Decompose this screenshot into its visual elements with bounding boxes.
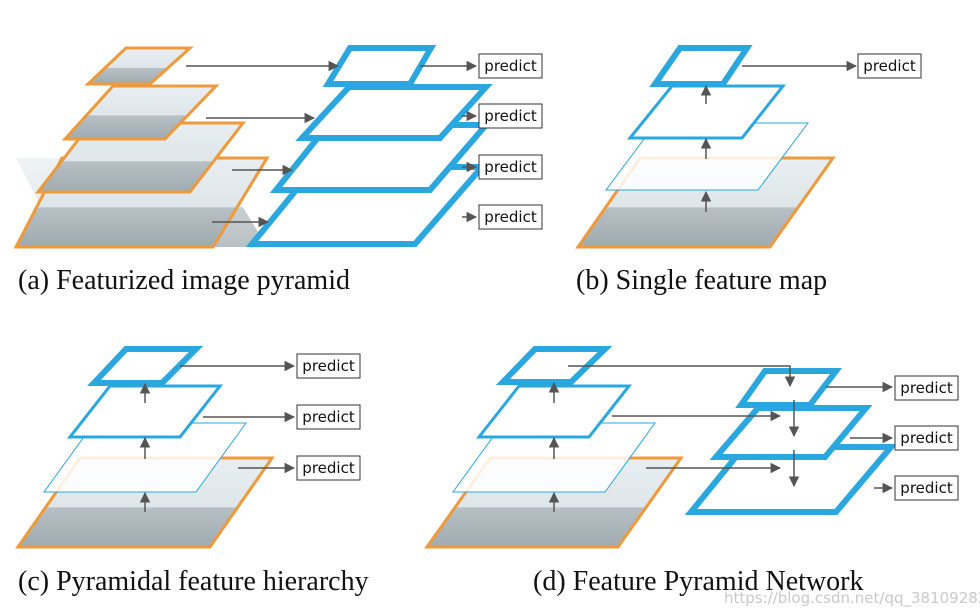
panel-b: predict (b) Single feature map bbox=[575, 45, 922, 296]
svg-text:predict: predict bbox=[863, 57, 916, 75]
image-level-1 bbox=[84, 46, 194, 86]
caption-c: (c) Pyramidal feature hierarchy bbox=[18, 566, 369, 597]
predict-box: predict bbox=[296, 353, 361, 379]
svg-text:predict: predict bbox=[900, 479, 953, 497]
svg-text:predict: predict bbox=[484, 57, 537, 75]
predict-box: predict bbox=[894, 425, 959, 451]
svg-text:predict: predict bbox=[484, 107, 537, 125]
caption-d: (d) Feature Pyramid Network bbox=[533, 566, 863, 597]
panel-a: predict predict predict predict (a) Feat… bbox=[13, 45, 543, 296]
predict-box: predict bbox=[478, 204, 543, 230]
feature-map-1 bbox=[495, 346, 613, 385]
feature-map-2 bbox=[295, 84, 493, 141]
caption-a: (a) Featurized image pyramid bbox=[18, 265, 350, 296]
predict-box: predict bbox=[478, 154, 543, 180]
predict-box: predict bbox=[894, 375, 959, 401]
panel-c: predict predict predict (c) Pyramidal fe… bbox=[15, 346, 369, 597]
image-level-2 bbox=[61, 84, 220, 141]
predict-box: predict bbox=[894, 475, 959, 501]
svg-text:predict: predict bbox=[302, 408, 355, 426]
svg-text:predict: predict bbox=[900, 379, 953, 397]
predict-box: predict bbox=[296, 455, 361, 481]
feature-map-3 bbox=[605, 122, 809, 191]
boat-photo-icon bbox=[84, 46, 194, 86]
merged-map-1 bbox=[735, 368, 843, 408]
predict-box: predict bbox=[857, 53, 922, 79]
svg-text:predict: predict bbox=[484, 158, 537, 176]
watermark: https://blog.csdn.net/qq_38109282 bbox=[724, 589, 980, 608]
predict-box: predict bbox=[296, 404, 361, 430]
arrow-icon bbox=[568, 365, 796, 388]
svg-text:predict: predict bbox=[302, 459, 355, 477]
caption-b: (b) Single feature map bbox=[576, 265, 827, 296]
svg-text:predict: predict bbox=[484, 208, 537, 226]
panel-d: predict predict predict (d) Feature Pyra… bbox=[424, 346, 959, 597]
predict-box: predict bbox=[478, 53, 543, 79]
boat-photo-icon bbox=[61, 84, 220, 141]
svg-text:predict: predict bbox=[900, 429, 953, 447]
feature-map-1 bbox=[87, 346, 204, 386]
predict-box: predict bbox=[478, 103, 543, 129]
feature-map-1 bbox=[322, 45, 437, 87]
svg-text:predict: predict bbox=[302, 357, 355, 375]
feature-map-1 bbox=[649, 45, 753, 87]
